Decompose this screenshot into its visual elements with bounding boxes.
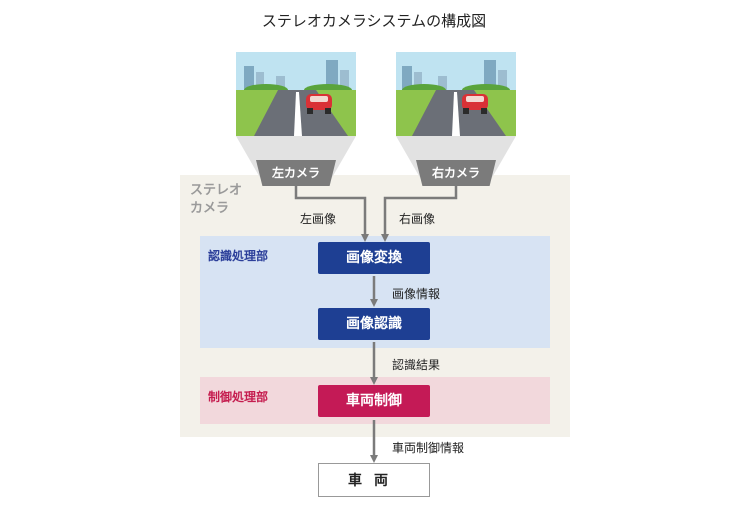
- left-camera-label: 左カメラ: [256, 160, 336, 186]
- stereo-label-line1: ステレオ: [190, 183, 243, 198]
- road-scene-right: [396, 52, 516, 136]
- image-recognition-block: 画像認識: [318, 308, 430, 340]
- left-image-arrow: [294, 186, 369, 242]
- vehicle-box: 車両: [318, 463, 430, 497]
- right-camera-label: 右カメラ: [416, 160, 496, 186]
- image-transform-block: 画像変換: [318, 242, 430, 274]
- road-scene-left: [236, 52, 356, 136]
- stereo-camera-label: ステレオ カメラ: [190, 182, 242, 218]
- stereo-label-line2: カメラ: [190, 201, 230, 216]
- right-image-arrow: [381, 186, 458, 242]
- control-section-label: 制御処理部: [208, 390, 269, 404]
- right-image-label: 右画像: [399, 212, 436, 226]
- left-image-label: 左画像: [300, 212, 337, 226]
- recognition-result-label: 認識結果: [392, 358, 441, 372]
- image-info-label: 画像情報: [392, 287, 441, 301]
- left-camera-image: [236, 52, 356, 136]
- vehicle-control-block: 車両制御: [318, 385, 430, 417]
- vehicle-control-info-label: 車両制御情報: [392, 441, 465, 455]
- page-title: ステレオカメラシステムの構成図: [261, 12, 487, 30]
- recognition-section-label: 認識処理部: [208, 249, 269, 263]
- right-camera-image: [396, 52, 516, 136]
